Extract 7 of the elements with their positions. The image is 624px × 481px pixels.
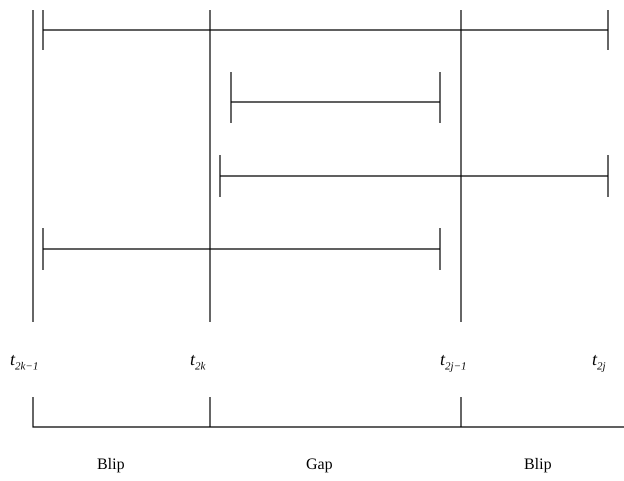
- time-label: t$_{2j}$: [592, 350, 606, 373]
- segment-label: Blip: [97, 457, 125, 473]
- segment-label: Blip: [524, 457, 552, 473]
- time-label: t$_{2j−1}$: [440, 350, 466, 373]
- time-label: t$_{2k}$: [190, 350, 206, 373]
- time-label: t$_{2k−1}$: [10, 350, 38, 373]
- segment-label: Gap: [306, 457, 333, 473]
